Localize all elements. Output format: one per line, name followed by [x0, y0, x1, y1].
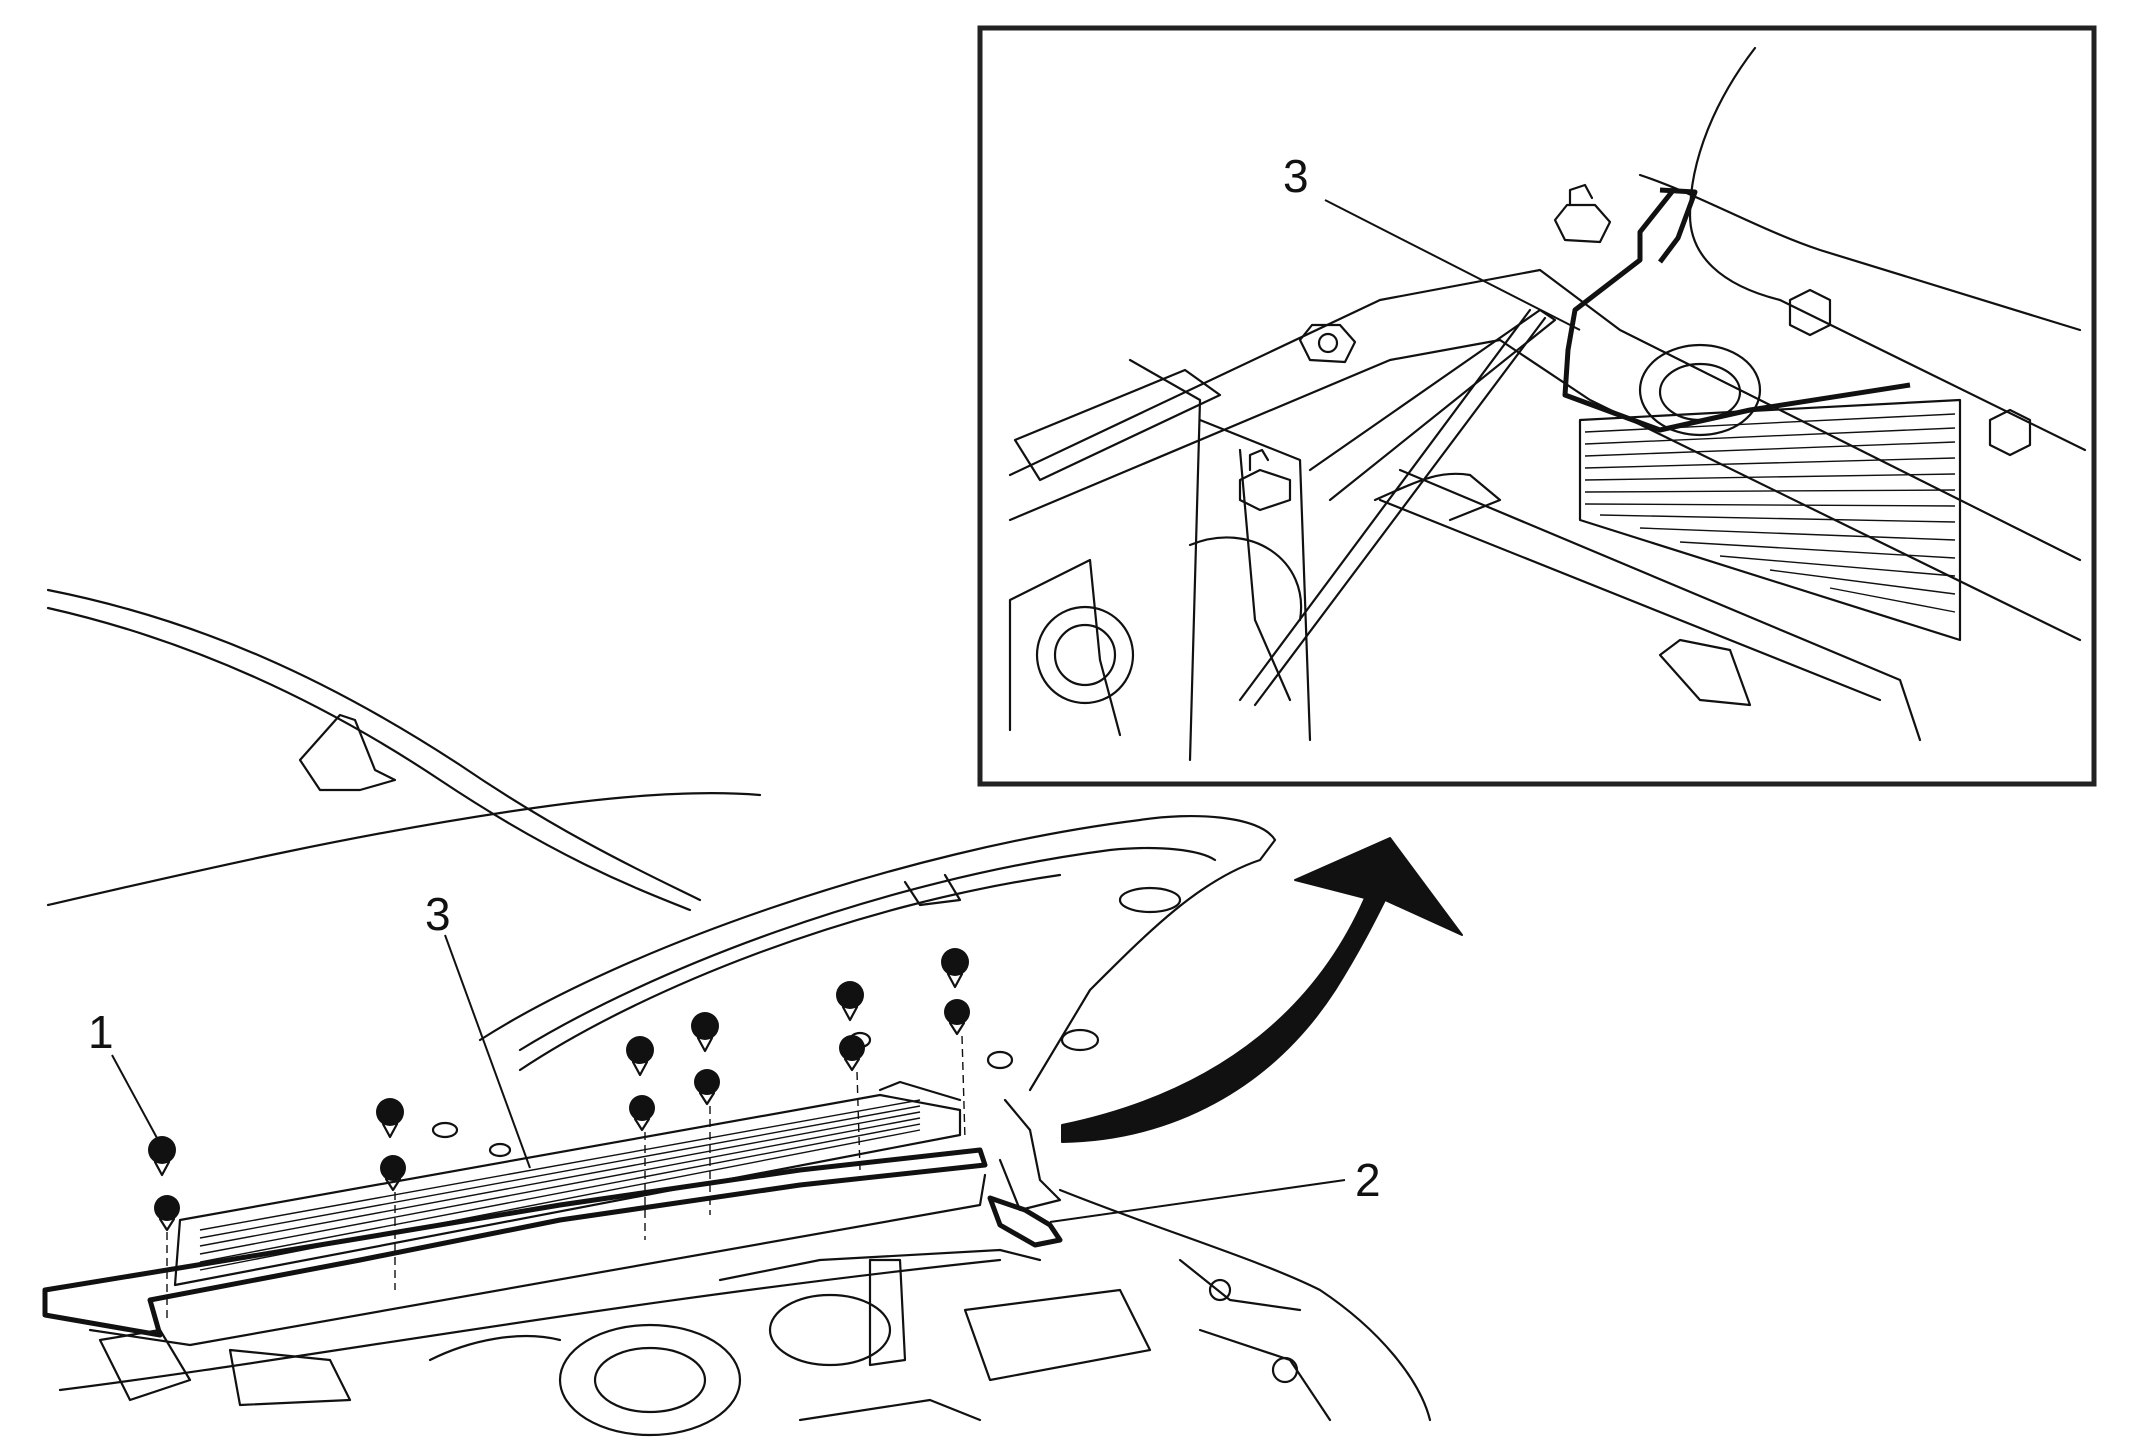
inset-frame	[977, 25, 2097, 787]
leader-line-2	[1049, 1179, 1346, 1223]
inset-vent-grille	[1578, 398, 1962, 642]
push-pin-retainer-icon	[691, 1012, 720, 1215]
callout-2: 2	[1355, 1154, 1381, 1206]
vehicle-body	[46, 588, 1277, 1212]
push-pin-retainer-icon	[836, 981, 865, 1171]
inset-detail-view: 3	[977, 25, 2097, 787]
cowl-grille	[199, 1099, 921, 1271]
push-pin-retainer-icon	[626, 1036, 655, 1240]
inset-cowl-structure	[1008, 46, 2087, 762]
curved-arrow-icon	[1061, 837, 1463, 1143]
inset-leader-line	[1324, 199, 1581, 331]
leader-line-3	[444, 934, 531, 1169]
push-pin-retainer-icon	[148, 1136, 180, 1320]
inset-seal-lip	[1658, 187, 1698, 264]
push-pin-retainer-icon	[376, 1098, 406, 1290]
hood-seal	[987, 1195, 1063, 1248]
inset-cowl-panel-seal	[1562, 186, 1911, 433]
engine-bay	[58, 1188, 1432, 1437]
inset-callout-3: 3	[1283, 150, 1309, 202]
callout-1: 1	[88, 1006, 114, 1058]
cowl-panel-seal	[42, 1080, 988, 1347]
push-pin-retainer-icon	[941, 948, 970, 1141]
fasteners	[148, 948, 970, 1320]
leader-line-1	[111, 1054, 158, 1139]
callouts: 1 3 2	[88, 888, 1381, 1223]
callout-3: 3	[425, 888, 451, 940]
roof-antenna	[298, 713, 397, 792]
main-view: 1 3 2	[42, 588, 1463, 1437]
